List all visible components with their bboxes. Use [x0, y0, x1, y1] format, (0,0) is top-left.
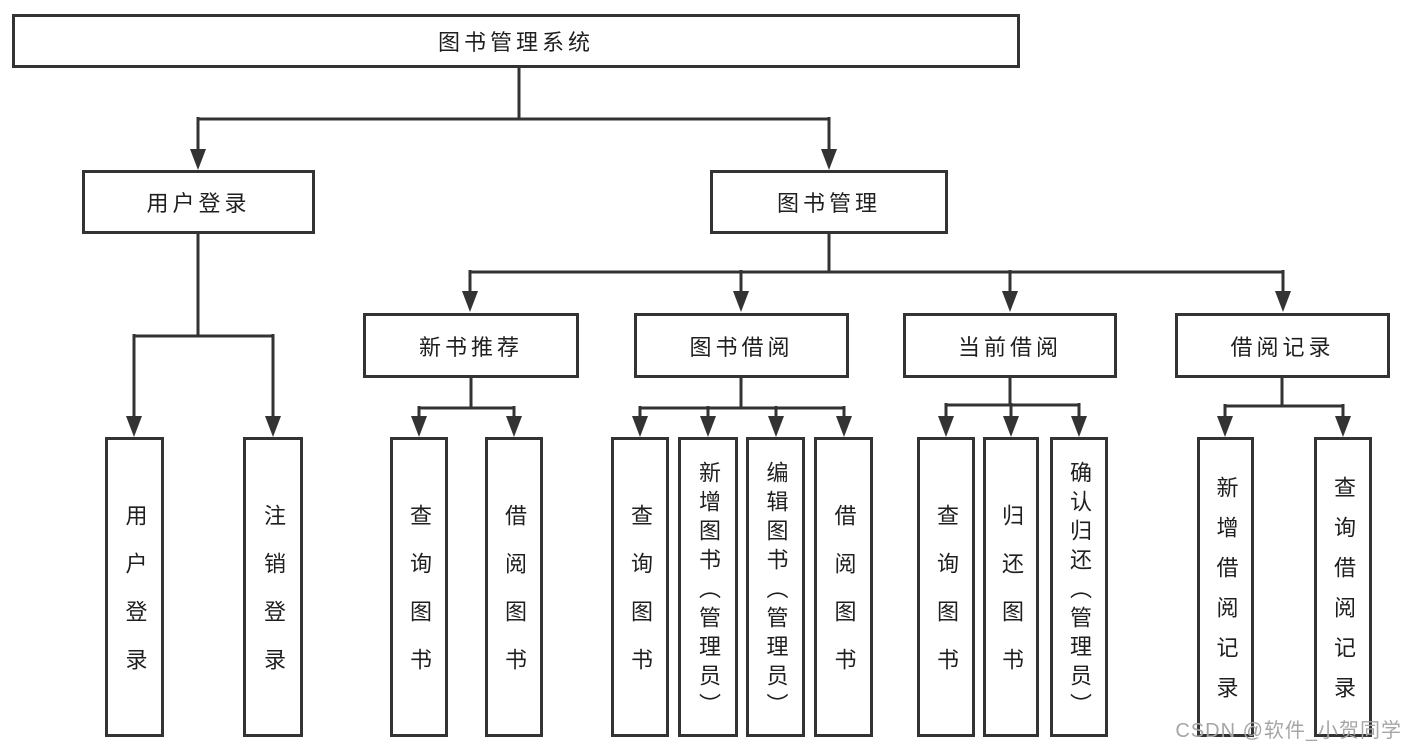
- leaf-query-books-recommend: 查询图书: [390, 437, 448, 737]
- node-label: 当前借阅: [957, 334, 1062, 360]
- node-label: 新增借阅记录: [1213, 476, 1239, 716]
- leaf-add-borrow-record: 新增借阅记录: [1197, 437, 1254, 737]
- node-book-management: 图书管理: [710, 170, 948, 234]
- node-label: 用户登录: [122, 504, 148, 696]
- leaf-user-login: 用户登录: [105, 437, 164, 737]
- watermark: CSDN @软件_小贺同学: [1175, 720, 1402, 742]
- node-system-root: 图书管理系统: [12, 14, 1020, 68]
- node-book-borrowing: 图书借阅: [634, 313, 849, 378]
- node-current-borrowing: 当前借阅: [903, 313, 1117, 378]
- leaf-logout: 注销登录: [243, 437, 303, 737]
- node-label: 查询图书: [934, 504, 959, 696]
- leaf-edit-books-admin: 编辑图书（管理员）: [746, 437, 805, 737]
- node-label: 编辑图书（管理员）: [763, 460, 789, 722]
- node-label: 注销登录: [261, 504, 286, 696]
- node-label: 新增图书（管理员）: [696, 460, 721, 722]
- leaf-add-books-admin: 新增图书（管理员）: [678, 437, 738, 737]
- node-new-book-recommend: 新书推荐: [363, 313, 579, 378]
- node-label: 查询借阅记录: [1331, 476, 1356, 716]
- leaf-return-books: 归还图书: [983, 437, 1039, 737]
- node-label: 图书管理系统: [437, 30, 594, 55]
- node-label: 归还图书: [999, 504, 1024, 696]
- node-label: 图书借阅: [689, 334, 794, 360]
- leaf-borrow-books-recommend: 借阅图书: [485, 437, 543, 737]
- node-label: 图书管理: [776, 191, 881, 216]
- node-label: 借阅记录: [1230, 334, 1335, 360]
- node-label: 借阅图书: [831, 504, 857, 696]
- leaf-query-books-borrowing: 查询图书: [611, 437, 669, 737]
- node-label: 借阅图书: [502, 504, 527, 696]
- node-label: 查询图书: [407, 504, 432, 696]
- node-label: 用户登录: [146, 191, 251, 216]
- node-user-login: 用户登录: [82, 170, 315, 234]
- leaf-borrow-books-borrowing: 借阅图书: [814, 437, 873, 737]
- leaf-query-books-current: 查询图书: [917, 437, 975, 737]
- node-label: 新书推荐: [418, 334, 523, 360]
- node-label: 查询图书: [628, 504, 653, 696]
- leaf-confirm-return-admin: 确认归还（管理员）: [1050, 437, 1108, 737]
- node-label: 确认归还（管理员）: [1067, 460, 1092, 722]
- leaf-query-borrow-record: 查询借阅记录: [1314, 437, 1372, 737]
- node-borrowing-records: 借阅记录: [1175, 313, 1390, 378]
